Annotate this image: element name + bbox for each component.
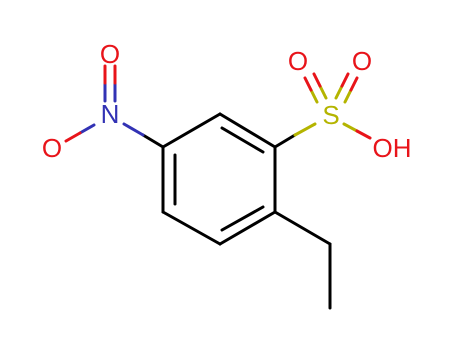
c-n-bond [122,122,145,137]
ring-bond [161,210,222,246]
ethyl-bond [273,210,332,246]
nitro-nitrogen-label: N [101,99,120,129]
s-oh-bond [355,129,372,140]
ring-bond [218,210,277,246]
s-oh-bond [342,122,359,133]
c-s-bond [293,122,317,137]
ethyl-group [273,210,332,310]
s-o-double-bond [349,76,359,92]
ring-double-bond [220,126,265,154]
benzene-ring [161,112,277,246]
s-o-double-bond [318,84,328,100]
s-o-double-bond [309,88,319,104]
n-o-bond [64,131,82,143]
s-o-double-bond [303,76,313,92]
nitro-oxygen-top-label: O [100,39,120,69]
s-o-double-bond [334,84,344,100]
c-n-bond [141,133,165,149]
c-s-bond [273,133,297,149]
atom-labels: O N O S O O OH [42,39,412,163]
s-o-double-bond [343,88,353,104]
ring-double-bond [220,205,265,232]
nitro-oxygen-left-label: O [42,133,62,163]
ring-bond [161,112,222,149]
s-o-double-bond [312,72,322,88]
sulfur-label: S [322,100,339,130]
hydroxyl-label: OH [373,133,412,163]
sulfonyl-oxygen-1-label: O [288,46,308,76]
n-o-bond [78,123,96,135]
sulfonyl-oxygen-2-label: O [352,46,372,76]
ring-bond [218,112,277,149]
sulfonic-acid-bonds [273,72,372,149]
nitro-group-bonds [64,64,165,149]
s-o-double-bond [340,72,350,88]
